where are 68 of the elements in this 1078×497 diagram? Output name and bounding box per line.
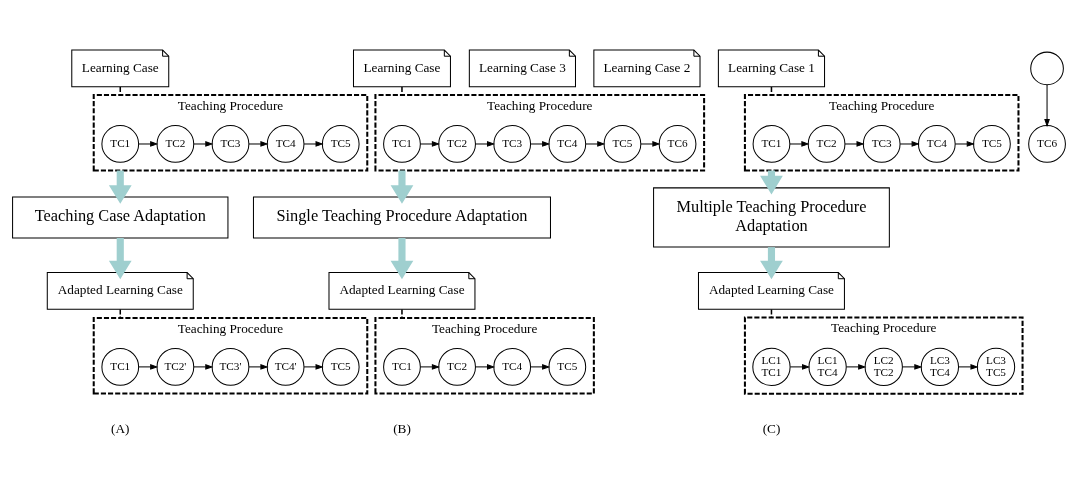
arrow [138,363,159,370]
arrow [585,140,606,147]
connector [770,308,773,318]
node-circle: TC1 [752,124,791,163]
node-circle: TC1 [383,347,421,386]
node-circle: LC3 TC5 [976,347,1016,386]
node-circle: TC4 [493,347,532,386]
node-circle: TC4' [266,347,305,386]
node-circle: TC5 [548,347,587,386]
arrow [845,363,867,370]
arrow [193,140,214,147]
node-circle: TC2' [156,347,195,386]
arrow [303,140,324,147]
node-circle: TC2 [438,124,476,163]
arrow [844,140,865,147]
node-circle: LC1 TC1 [752,347,791,386]
node-circle: TC2 [156,124,195,163]
arrow [530,140,551,147]
arrow [640,140,661,147]
node-circle: LC3 TC4 [920,347,960,386]
node-circle: LC2 TC2 [864,347,903,386]
node-circle: TC5 [321,347,360,386]
node-circle: TC3' [211,347,250,386]
arrow [899,140,920,147]
node-box: Multiple Teaching Procedure Adaptation [653,186,890,248]
node-circle: TC4 [266,124,305,163]
connector [119,85,122,96]
arrow [138,140,159,147]
label: (C) [762,420,781,436]
node-circle: TC3 [862,124,901,163]
node-circle: TC5 [973,124,1011,163]
arrow [902,363,923,370]
node-box: Single Teaching Procedure Adaptation [252,196,551,238]
arrow [530,363,551,370]
node-circle: TC5 [321,124,360,163]
node-circle: TC2 [438,347,476,386]
node-circle: TC3 [211,124,250,163]
arrow [954,140,975,147]
node-circle: TC4 [548,124,587,163]
node-circle: TC6 [658,124,697,163]
arrow [193,363,214,370]
connector [770,85,773,96]
arrow [420,363,441,370]
node-circle [1030,51,1064,85]
node-circle: TC1 [101,347,140,386]
node-circle: TC3 [493,124,532,163]
arrow [248,363,269,370]
node-circle: TC1 [101,124,140,163]
arrow [303,363,324,370]
connector [401,308,403,319]
label: (B) [393,420,411,436]
arrow [248,140,269,147]
arrow [789,140,810,147]
node-circle: TC6 [1028,124,1066,163]
arrow [789,363,811,370]
node-circle: TC4 [917,124,956,163]
arrow [1044,84,1050,127]
arrow [420,140,441,147]
node-circle: TC1 [383,124,421,163]
arrow [475,140,496,147]
connector [119,308,122,319]
arrow [958,363,979,370]
arrow [475,363,496,370]
node-box: Teaching Case Adaptation [12,196,229,238]
node-circle: LC1 TC4 [808,347,847,386]
label: (A) [111,420,130,436]
node-circle: TC2 [807,124,846,163]
node-circle: TC5 [603,124,642,163]
